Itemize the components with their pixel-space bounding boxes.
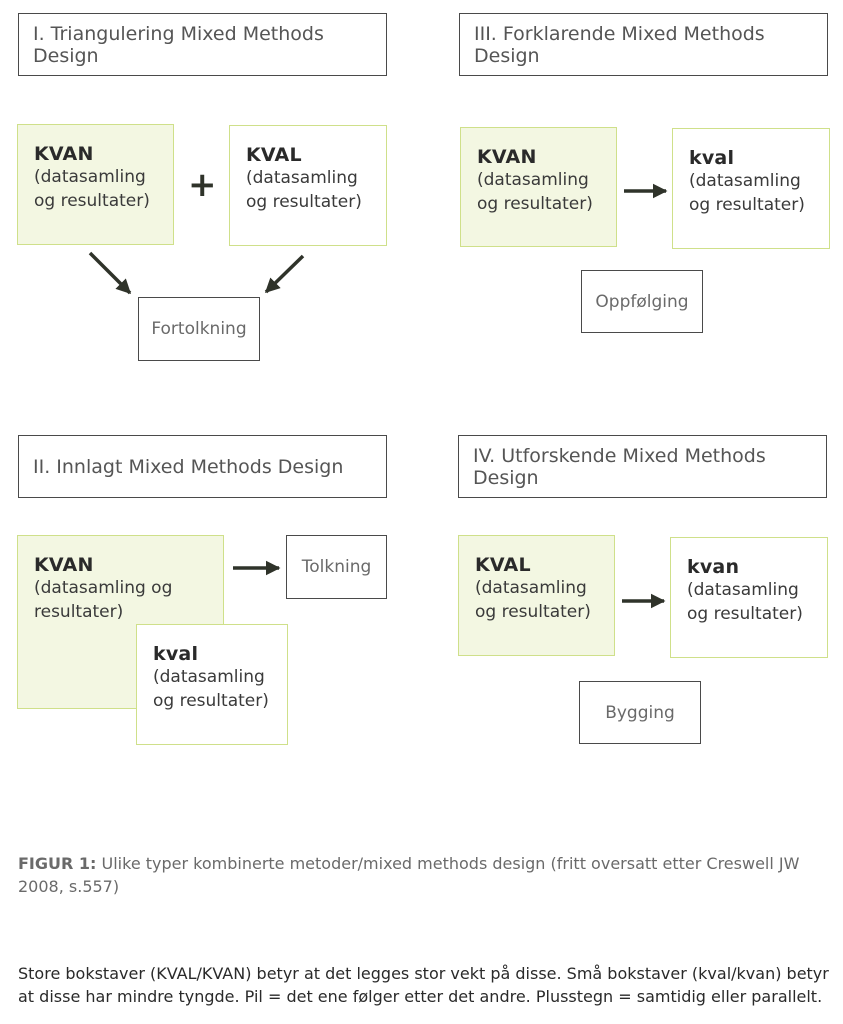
panel-1-result-text: Fortolkning: [151, 319, 247, 339]
panel-2-result-text: Tolkning: [301, 557, 372, 577]
panel-2-result-box: Tolkning: [286, 535, 387, 599]
figure-caption-text: Ulike typer kombinerte metoder/mixed met…: [18, 854, 800, 896]
panel-1-title-text: I. Triangulering Mixed Methods Design: [33, 22, 324, 67]
panel-1-kvan-label: KVAN: [34, 143, 94, 165]
figure-caption: FIGUR 1: Ulike typer kombinerte metoder/…: [18, 852, 818, 898]
panel-3-kval-label: kval: [689, 147, 735, 169]
panel-2-kvan-sub: (datasamling og resultater): [34, 578, 173, 622]
panel-3-result-box: Oppfølging: [581, 270, 703, 333]
panel-4-kval-label: KVAL: [475, 554, 531, 576]
panel-2-title: II. Innlagt Mixed Methods Design: [18, 435, 387, 498]
panel-4-kvan-label: kvan: [687, 556, 740, 578]
panel-3-kvan-sub: (datasamling og resultater): [477, 170, 593, 214]
panel-2-kval-sub: (datasamling og resultater): [153, 667, 269, 711]
panel-2-kvan-label: KVAN: [34, 554, 94, 576]
panel-3-title-text: III. Forklarende Mixed Methods Design: [474, 22, 765, 67]
panel-2-kval-box: kval (datasamling og resultater): [136, 624, 288, 745]
panel-4-result-text: Bygging: [605, 702, 675, 723]
panel-1-kval-box: KVAL (datasamling og resultater): [229, 125, 387, 246]
panel-4-kval-box: KVAL (datasamling og resultater): [458, 535, 615, 656]
figure-caption-label: FIGUR 1:: [18, 854, 97, 873]
panel-3-title: III. Forklarende Mixed Methods Design: [459, 13, 828, 76]
panel-1-kvan-box: KVAN (datasamling og resultater): [17, 124, 174, 245]
panel-1-result-box: Fortolkning: [138, 297, 260, 361]
panel-4-kvan-sub: (datasamling og resultater): [687, 580, 803, 624]
panel-3-kvan-box: KVAN (datasamling og resultater): [460, 127, 617, 247]
panel-4-kvan-box: kvan (datasamling og resultater): [670, 537, 828, 658]
panel-4-kval-sub: (datasamling og resultater): [475, 578, 591, 622]
panel-1-kval-sub: (datasamling og resultater): [246, 168, 362, 212]
panel-1-kval-label: KVAL: [246, 144, 302, 166]
plus-sign: +: [188, 165, 217, 205]
panel-3-kvan-label: KVAN: [477, 146, 537, 168]
panel-4-title: IV. Utforskende Mixed Methods Design: [458, 435, 827, 498]
panel-1-kvan-sub: (datasamling og resultater): [34, 167, 150, 211]
panel-2-kval-label: kval: [153, 643, 199, 665]
arrow-p1-left: [88, 251, 132, 295]
panel-4-title-text: IV. Utforskende Mixed Methods Design: [473, 444, 766, 489]
arrow-p1-right: [264, 254, 305, 294]
panel-1-title: I. Triangulering Mixed Methods Design: [18, 13, 387, 76]
panel-3-kval-box: kval (datasamling og resultater): [672, 128, 830, 249]
panel-4-result-box: Bygging: [579, 681, 701, 744]
panel-3-result-text: Oppfølging: [595, 291, 689, 312]
panel-2-title-text: II. Innlagt Mixed Methods Design: [33, 455, 344, 478]
legend-note: Store bokstaver (KVAL/KVAN) betyr at det…: [18, 964, 829, 1006]
panel-3-kval-sub: (datasamling og resultater): [689, 171, 805, 215]
